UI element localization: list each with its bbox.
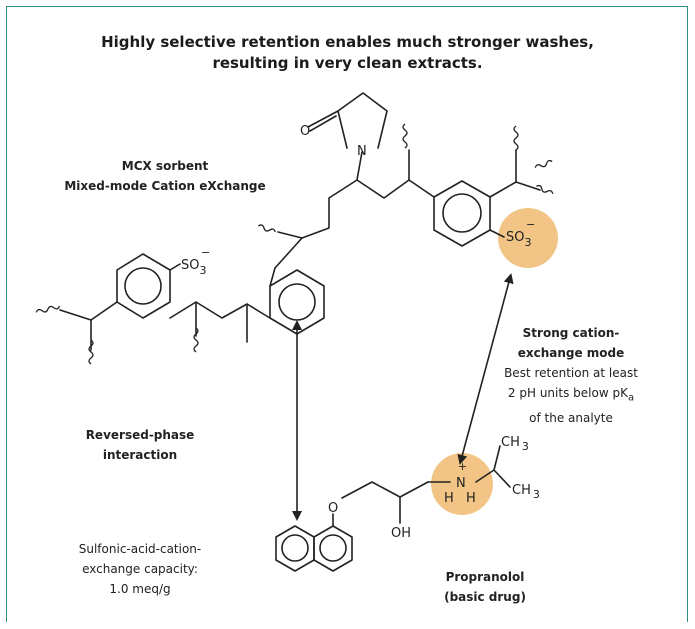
figure-frame	[6, 6, 688, 622]
drug-line-1: Propranolol	[445, 570, 525, 584]
drug-label: Propranolol (basic drug)	[420, 567, 550, 607]
amine-charge: +	[458, 460, 467, 473]
sulfonate-bond-left	[169, 263, 181, 271]
cation-exchange-arrow	[457, 273, 514, 465]
figure-title: Highly selective retention enables much …	[0, 32, 695, 74]
reversed-phase-label: Reversed-phase interaction	[55, 425, 225, 465]
amine-highlight	[431, 453, 493, 515]
sulfonate-highlight	[498, 208, 558, 268]
amine-nitrogen: N	[456, 476, 466, 491]
backbone-cut-left	[277, 231, 303, 239]
sorbent-line-2: Mixed-mode Cation eXchange	[64, 179, 266, 193]
capacity-line-1: Sulfonic-acid-cation-	[78, 542, 202, 556]
sulfonate-bond-right	[489, 229, 505, 238]
pyrrolidone-ring	[337, 92, 388, 149]
cation-exchange-label: Strong cation- exchange mode Best retent…	[486, 323, 656, 428]
hydroxyl-group: OH	[391, 526, 411, 541]
backbone-left	[274, 179, 358, 269]
left-chain	[59, 301, 118, 321]
carbonyl-oxygen: O	[300, 124, 310, 139]
ether-oxygen: O	[328, 501, 338, 516]
naphthalene-left-aromatic	[281, 534, 309, 562]
backbone-right	[356, 179, 435, 199]
drug-line-2: (basic drug)	[444, 590, 526, 604]
backbone-lower	[169, 301, 271, 319]
cation-exchange-text-3: of the analyte	[529, 411, 613, 426]
propranolol-chain	[341, 481, 429, 499]
ring-nitrogen: N	[357, 144, 367, 159]
carbonyl-bond	[307, 110, 339, 132]
reversed-phase-line-1: Reversed-phase	[85, 428, 195, 442]
cation-exchange-text-1: Best retention at least	[504, 366, 638, 380]
reversed-phase-line-2: interaction	[102, 448, 178, 462]
right-upper-chain	[489, 149, 517, 198]
sulfonate-left-charge: −	[201, 246, 210, 259]
benzene-right-aromatic	[442, 193, 482, 233]
amine-hydrogen-2: H	[466, 491, 476, 506]
sulfonate-left: SO3	[181, 258, 206, 277]
isopropyl-lower	[493, 469, 511, 488]
capacity-line-2: exchange capacity:	[82, 562, 198, 576]
polymer-truncations	[35, 123, 554, 365]
phenyl-link	[269, 267, 276, 287]
cation-exchange-text-2: 2 pH units below pKa	[507, 386, 635, 404]
naphthalene-right-aromatic	[319, 534, 347, 562]
sulfonate-right: SO3	[506, 230, 531, 249]
benzene-left-aromatic	[124, 267, 162, 305]
right-chain-cut	[515, 181, 541, 191]
amine-hydrogen-1: H	[444, 491, 454, 506]
sulfonate-right-charge: −	[526, 218, 535, 231]
benzene-middle-aromatic	[278, 283, 316, 321]
n-ch-bond	[356, 151, 363, 181]
sorbent-label: MCX sorbent Mixed-mode Cation eXchange	[40, 156, 290, 196]
sorbent-line-1: MCX sorbent	[121, 159, 209, 173]
cation-exchange-heading-1: Strong cation-	[522, 326, 620, 340]
capacity-line-3: 1.0 meq/g	[109, 582, 171, 596]
title-line-2: resulting in very clean extracts.	[212, 54, 483, 72]
title-line-1: Highly selective retention enables much …	[101, 33, 594, 51]
capacity-label: Sulfonic-acid-cation- exchange capacity:…	[40, 539, 240, 599]
cation-exchange-heading-2: exchange mode	[517, 346, 625, 360]
